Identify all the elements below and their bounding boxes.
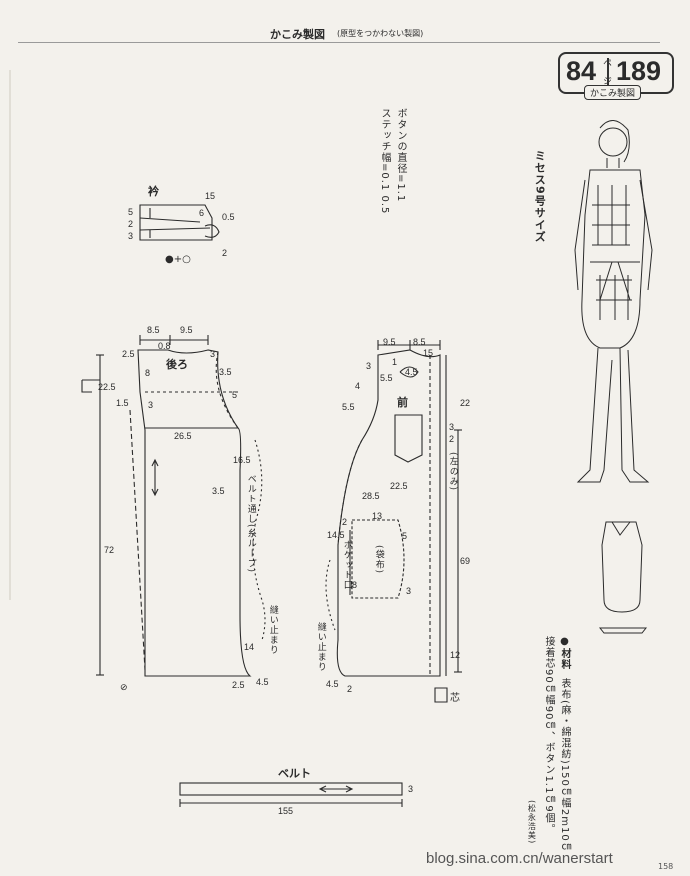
front-dim-285: 28.5 bbox=[362, 491, 380, 501]
back-dim-35: 3.5 bbox=[219, 367, 232, 377]
page-header: かこみ製図 (原型をつかわない製図) bbox=[0, 0, 690, 42]
back-dim-225: 22.5 bbox=[98, 382, 116, 392]
back-dim-72: 72 bbox=[104, 545, 115, 555]
front-dim-3b: 3 bbox=[449, 422, 455, 432]
materials-line2: 接着芯90㎝幅90㎝、ボタン1.1㎝9個。 bbox=[543, 636, 554, 835]
collar-dim-15: 15 bbox=[205, 191, 216, 201]
back-dim-15: 1.5 bbox=[116, 398, 129, 408]
front-dim-45b: 4.5 bbox=[326, 679, 339, 689]
front-dim-3a: 3 bbox=[366, 361, 372, 371]
back-dim-45: 4.5 bbox=[256, 677, 269, 687]
back-dim-3b: 3 bbox=[148, 400, 154, 410]
front-dim-22: 22 bbox=[460, 398, 471, 408]
badge-caption: かこみ製図 bbox=[584, 85, 642, 100]
front-dim-4: 4 bbox=[355, 381, 361, 391]
back-belt-loop: ベルト通し(糸ループ) bbox=[245, 474, 256, 574]
front-dim-1: 1 bbox=[392, 357, 398, 367]
source-url: blog.sina.com.cn/wanerstart bbox=[426, 850, 613, 867]
collar-dim-3: 3 bbox=[128, 231, 134, 241]
collar-piece bbox=[139, 204, 220, 241]
back-dim-3a: 3 bbox=[210, 349, 216, 359]
back-title: 後ろ bbox=[166, 358, 188, 371]
front-pocket-mouth: ポケット口 bbox=[341, 540, 352, 590]
front-dim-55b: 5.5 bbox=[342, 402, 355, 412]
fashion-figure bbox=[574, 120, 653, 483]
note-stitch: ステッチ幅=0.1 0.5 bbox=[379, 108, 390, 215]
materials-line1: 表布(麻・綿混紡)150㎝幅2m10㎝ bbox=[559, 678, 570, 853]
front-dim-12: 12 bbox=[450, 650, 461, 660]
belt-width: 3 bbox=[408, 784, 414, 794]
front-dim-2b: 2 bbox=[342, 517, 348, 527]
back-dim-265: 26.5 bbox=[174, 431, 192, 441]
front-dim-225: 22.5 bbox=[390, 481, 408, 491]
back-dim-14: 14 bbox=[244, 642, 255, 652]
back-stitch-stop: 縫い止まり bbox=[267, 605, 278, 655]
front-dim-55: 5.5 bbox=[380, 373, 393, 383]
front-dim-69: 69 bbox=[460, 556, 471, 566]
materials-author: (松永浩美) bbox=[527, 800, 537, 845]
header-title: かこみ製図 bbox=[270, 28, 325, 41]
back-dim-165: 16.5 bbox=[233, 455, 251, 465]
badge-page-a: 84 bbox=[566, 56, 597, 86]
front-dim-3c: 3 bbox=[406, 586, 412, 596]
page-number: 158 bbox=[658, 862, 674, 871]
materials-head: ●材料 bbox=[559, 636, 570, 670]
belt-title: ベルト bbox=[278, 767, 311, 780]
front-stitch-stop: 縫い止まり bbox=[315, 622, 326, 672]
back-dim-8: 8 bbox=[145, 368, 151, 378]
belt-length: 155 bbox=[278, 806, 294, 816]
front-dim-95: 9.5 bbox=[383, 337, 396, 347]
front-title: 前 bbox=[397, 396, 408, 409]
collar-dim-6: 6 bbox=[199, 208, 205, 218]
back-piece bbox=[81, 335, 266, 677]
belt-piece bbox=[179, 782, 403, 807]
badge-unit: ページ bbox=[601, 58, 611, 85]
back-dim-85: 8.5 bbox=[147, 325, 160, 335]
collar-dim-2: 2 bbox=[128, 219, 134, 229]
front-dim-145: 14.5 bbox=[327, 530, 345, 540]
front-piece bbox=[325, 340, 462, 703]
flat-sketch bbox=[598, 521, 648, 634]
front-dim-85: 8.5 bbox=[413, 337, 426, 347]
collar-dim-5: 5 bbox=[128, 207, 134, 217]
front-pocket-bag: (袋布) bbox=[373, 545, 384, 575]
back-dim-25a: 2.5 bbox=[122, 349, 135, 359]
back-dim-z: ⊘ bbox=[120, 682, 128, 692]
front-dim-13: 13 bbox=[372, 511, 383, 521]
size-label: ミセス9号サイズ bbox=[533, 150, 547, 243]
collar-dim-2b: 2 bbox=[222, 248, 228, 258]
collar-dim-05: 0.5 bbox=[222, 212, 235, 222]
collar-title: 衿 bbox=[148, 185, 159, 198]
front-fold-note: (左のみ) bbox=[447, 452, 458, 492]
front-dim-2c: 2 bbox=[347, 684, 353, 694]
back-dim-08: 0.8 bbox=[158, 341, 171, 351]
header-rule bbox=[18, 42, 660, 43]
collar-mark: ●+○ bbox=[165, 254, 191, 265]
back-dim-95: 9.5 bbox=[180, 325, 193, 335]
front-dim-5: 5 bbox=[402, 531, 408, 541]
back-dim-25b: 2.5 bbox=[232, 680, 245, 690]
note-button: ボタンの直径=1.1 bbox=[395, 108, 406, 203]
front-interfacing: 芯 bbox=[450, 693, 460, 704]
back-dim-5: 5 bbox=[232, 390, 238, 400]
back-dim-35b: 3.5 bbox=[212, 486, 225, 496]
front-dim-8: 8 bbox=[352, 580, 358, 590]
badge-separator bbox=[607, 58, 609, 86]
front-dim-2a: 2 bbox=[449, 434, 455, 444]
badge-page-b: 189 bbox=[616, 56, 662, 86]
front-dim-15: 15 bbox=[423, 348, 434, 358]
front-dim-45a: 4.5 bbox=[405, 367, 418, 377]
header-subtitle: (原型をつかわない製図) bbox=[337, 29, 424, 38]
